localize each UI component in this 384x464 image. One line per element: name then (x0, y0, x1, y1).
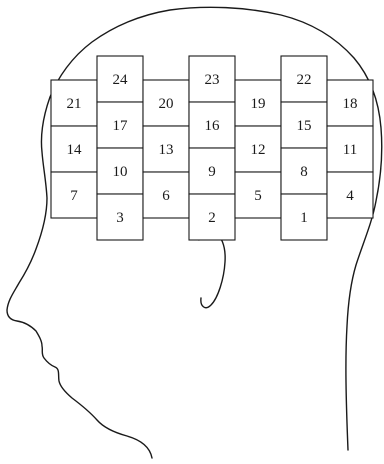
inner-curve (199, 234, 225, 308)
cell-label-8: 8 (300, 164, 308, 180)
cell-label-16: 16 (205, 118, 221, 134)
cell-label-20: 20 (159, 96, 174, 112)
cell-label-23: 23 (205, 72, 220, 88)
cell-label-3: 3 (116, 210, 124, 226)
cell-label-1: 1 (300, 210, 308, 226)
cell-label-7: 7 (70, 188, 78, 204)
cell-label-15: 15 (297, 118, 312, 134)
cell-label-18: 18 (343, 96, 358, 112)
cell-label-10: 10 (113, 164, 128, 180)
cell-label-17: 17 (113, 118, 129, 134)
cell-label-5: 5 (254, 188, 262, 204)
cell-label-13: 13 (159, 142, 174, 158)
cell-label-6: 6 (162, 188, 170, 204)
cell-label-11: 11 (343, 142, 357, 158)
cell-label-4: 4 (346, 188, 354, 204)
cell-label-2: 2 (208, 210, 216, 226)
cell-label-14: 14 (67, 142, 83, 158)
cell-label-24: 24 (113, 72, 129, 88)
cell-label-19: 19 (251, 96, 266, 112)
cell-label-12: 12 (251, 142, 266, 158)
cell-label-21: 21 (67, 96, 82, 112)
electrode-grid: 21 14 7 24 17 10 3 20 13 6 23 16 9 2 19 12 5 22 15 8 1 18 11 4 (51, 56, 373, 240)
cell-label-9: 9 (208, 164, 216, 180)
cell-label-22: 22 (297, 72, 312, 88)
